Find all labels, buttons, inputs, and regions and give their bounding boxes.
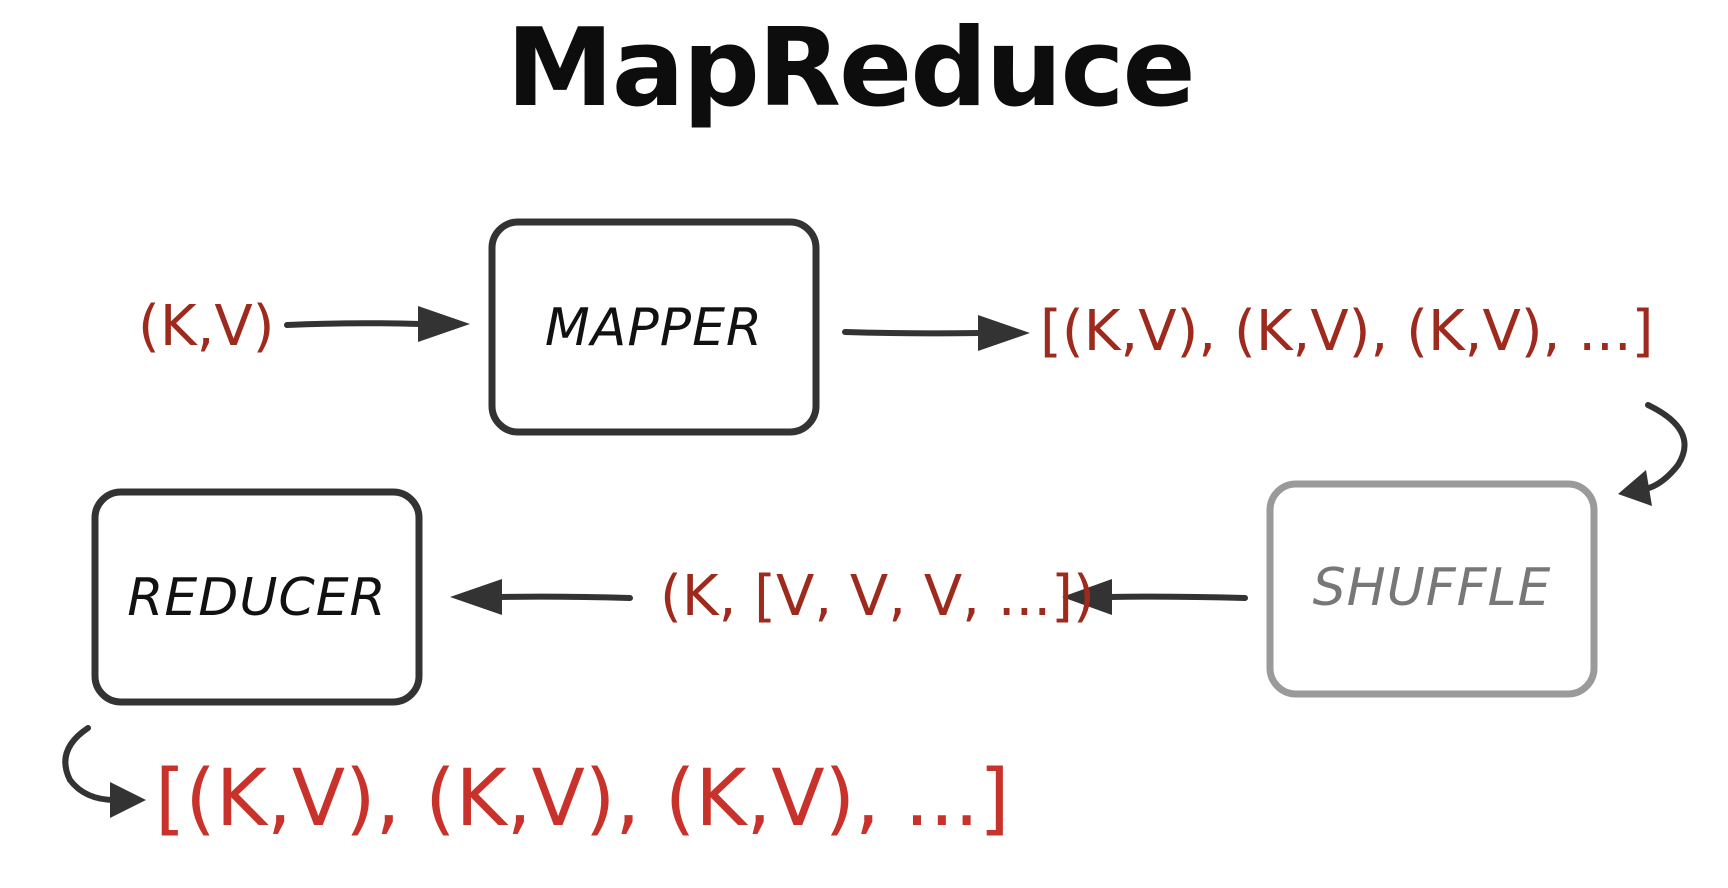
mapper-box: MAPPER <box>488 218 820 436</box>
input-pair-label: (K,V) <box>138 294 275 359</box>
page-title: MapReduce <box>506 6 1196 131</box>
arrow-shuffle-to-grouped <box>1062 579 1248 615</box>
reducer-label: REDUCER <box>127 568 386 628</box>
arrow-mapper-to-output <box>842 315 1030 351</box>
mapper-output-label: [(K,V), (K,V), (K,V), ...] <box>1040 299 1653 364</box>
arrow-input-to-mapper <box>284 306 470 342</box>
arrow-reducer-to-final-output <box>62 725 146 818</box>
shuffle-label: SHUFFLE <box>1313 558 1552 618</box>
final-output-label: [(K,V), (K,V), (K,V), ...] <box>155 754 1010 844</box>
mapper-label: MAPPER <box>545 298 763 358</box>
arrow-grouped-to-reducer <box>450 579 633 615</box>
shuffle-box: SHUFFLE <box>1266 480 1598 698</box>
grouped-values-label: (K, [V, V, V, ...]) <box>660 564 1095 629</box>
arrow-output-to-shuffle <box>1618 402 1688 506</box>
reducer-box: REDUCER <box>91 488 423 706</box>
